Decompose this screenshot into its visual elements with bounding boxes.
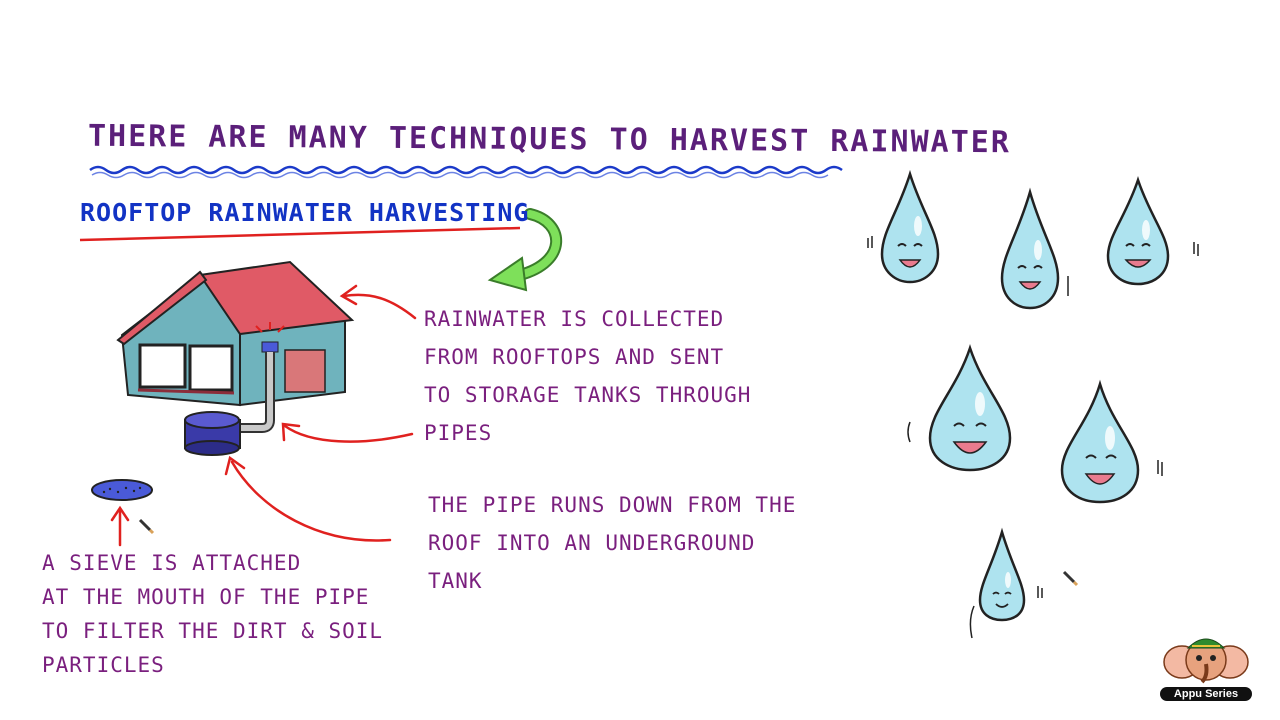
raindrop-icon: [867, 169, 940, 284]
note-rain-collection: Rainwater is collected from rooftops and…: [424, 300, 751, 452]
raindrop-icon: [1060, 379, 1163, 504]
note-line: to filter the dirt & soil: [42, 619, 384, 643]
note-line: pipes: [424, 421, 493, 445]
note-line: particles: [42, 653, 165, 677]
note-line: Rainwater is collected: [424, 307, 725, 331]
note-pipe-route: The pipe runs down from the roof into an…: [428, 486, 796, 600]
note-line: tank: [428, 569, 483, 593]
raindrop-icon: [969, 527, 1043, 639]
note-line: at the mouth of the pipe: [42, 585, 370, 609]
note-line: A sieve is attached: [42, 551, 302, 575]
raindrop-icon: [907, 344, 1012, 472]
title-wavy-underline: [89, 165, 843, 175]
pencil-icon: [138, 518, 155, 535]
pencil-icon: [1062, 570, 1079, 587]
note-sieve: A sieve is attached at the mouth of the …: [42, 546, 383, 682]
section-subtitle: Rooftop Rainwater Harvesting: [80, 198, 530, 227]
subtitle-underline: [79, 226, 521, 242]
elephant-logo-icon: [1163, 638, 1249, 684]
raindrop-icon: [1106, 176, 1199, 286]
page-title: There are many techniques to harvest rai…: [87, 118, 1011, 161]
logo-text: Appu Series: [1160, 687, 1252, 701]
note-line: roof into an underground: [428, 531, 756, 555]
note-line: to storage tanks through: [424, 383, 752, 407]
raindrop-icon: [1000, 187, 1069, 310]
pointer-arrows: [110, 284, 417, 547]
sieve-icon: [91, 479, 153, 501]
storage-tank-icon: [184, 411, 241, 456]
house-icon: [116, 260, 355, 433]
note-line: The pipe runs down from the: [428, 493, 797, 517]
note-line: from rooftops and sent: [424, 345, 725, 369]
curved-arrow-icon: [487, 208, 563, 292]
